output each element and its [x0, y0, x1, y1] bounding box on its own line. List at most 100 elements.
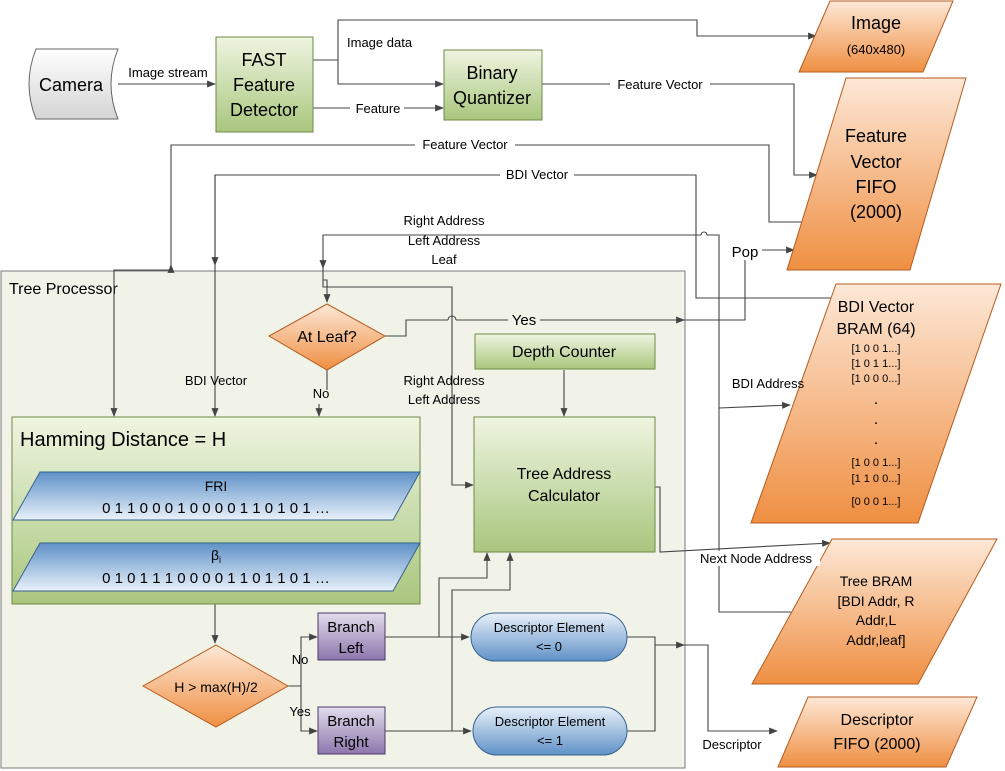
- bdi-row: [1 0 0 1...]: [852, 457, 901, 469]
- edge-next-node: [655, 486, 831, 553]
- edge-labels: Image stream Image data Feature Feature …: [121, 35, 820, 752]
- svg-text:BDI Vector: BDI Vector: [838, 299, 915, 316]
- connectors: [110, 19, 836, 735]
- svg-text:FAST: FAST: [241, 50, 286, 70]
- edge-fast-image: [313, 19, 817, 61]
- svg-text:Descriptor Element: Descriptor Element: [495, 714, 606, 729]
- edge-binary-fifo: [542, 83, 818, 179]
- fast-detector-node: FAST Feature Detector: [215, 36, 314, 133]
- edge-cond-right: [288, 685, 318, 735]
- label-right-address-in: Right Address: [404, 373, 485, 388]
- tree-bram-node: Tree BRAM [BDI Addr, R Addr,L Addr,leaf]: [751, 538, 998, 685]
- edge-addr-tac: [322, 280, 474, 489]
- edge-desc-fifo: [684, 644, 778, 735]
- edge-right-tac: [451, 552, 514, 731]
- svg-text:Addr,leaf]: Addr,leaf]: [846, 632, 905, 648]
- svg-text:Detector: Detector: [230, 100, 298, 120]
- label-fv-feed: Feature Vector: [422, 137, 508, 152]
- label-yes-branch: Yes: [289, 704, 311, 719]
- bdi-row: [1 1 0 0...]: [852, 473, 901, 485]
- svg-text:(2000): (2000): [850, 202, 902, 222]
- label-bdi-address: BDI Address: [732, 376, 805, 391]
- image-output-node: Image (640x480): [798, 0, 954, 73]
- label-no-branch: No: [292, 652, 309, 667]
- svg-text:βi: βi: [211, 547, 221, 565]
- label-feature: Feature: [356, 101, 401, 116]
- svg-text:Feature: Feature: [233, 75, 295, 95]
- svg-text:0 1 1 0 0 0 1 0 0 0 0 1 1 0 1: 0 1 1 0 0 0 1 0 0 0 0 1 1 0 1 0 1 …: [102, 500, 330, 517]
- svg-text:Descriptor Element: Descriptor Element: [494, 620, 605, 635]
- svg-text:Vector: Vector: [850, 152, 901, 172]
- svg-text:<= 1: <= 1: [537, 733, 563, 748]
- svg-text:Tree Address: Tree Address: [517, 466, 612, 483]
- edge-no-leaf: [319, 370, 327, 416]
- feature-vector-fifo-node: Feature Vector FIFO (2000): [786, 77, 967, 271]
- svg-text:Descriptor: Descriptor: [841, 712, 915, 729]
- svg-text:Right: Right: [333, 734, 369, 751]
- bdi-row: .: [874, 431, 878, 448]
- label-no-leaf: No: [313, 386, 330, 401]
- svg-text:Branch: Branch: [327, 713, 375, 730]
- tree-processor-title: Tree Processor: [9, 281, 118, 298]
- bdi-row: [1 0 0 1...]: [852, 343, 901, 355]
- at-leaf-decision: At Leaf?: [267, 303, 387, 371]
- branch-right-node: Branch Right: [317, 706, 386, 755]
- label-image-data: Image data: [347, 35, 413, 50]
- label-bdi-vector-in: BDI Vector: [185, 373, 248, 388]
- descriptor-fifo-node: Descriptor FIFO (2000): [777, 696, 978, 768]
- binary-quantizer-node: Binary Quantizer: [443, 49, 543, 121]
- svg-text:[BDI Addr, R: [BDI Addr, R: [837, 593, 914, 609]
- edge-desc0-out: [627, 636, 685, 649]
- svg-text:Tree BRAM: Tree BRAM: [840, 573, 913, 589]
- label-pop: Pop: [732, 244, 759, 261]
- svg-text:FRI: FRI: [205, 478, 228, 494]
- svg-text:Binary: Binary: [466, 63, 517, 83]
- svg-text:FIFO: FIFO: [856, 177, 897, 197]
- svg-text:Image: Image: [851, 13, 901, 33]
- label-fv-out: Feature Vector: [617, 77, 703, 92]
- label-yes-leaf: Yes: [512, 312, 536, 329]
- tree-address-calculator-node: Tree Address Calculator: [473, 416, 656, 553]
- descriptor-element-0: Descriptor Element <= 0: [470, 612, 628, 662]
- svg-text:0 1 0 1 1 1 0 0 0 0 1 1 0 1 1: 0 1 0 1 1 1 0 0 0 0 1 1 0 1 1 0 1 …: [102, 570, 330, 587]
- svg-text:Depth Counter: Depth Counter: [512, 344, 617, 361]
- svg-text:BRAM (64): BRAM (64): [836, 321, 915, 338]
- svg-text:Quantizer: Quantizer: [453, 88, 531, 108]
- hamming-distance-node: Hamming Distance = H FRI 0 1 1 0 0 0 1 0…: [11, 416, 421, 605]
- svg-text:Left: Left: [338, 640, 364, 657]
- label-descriptor: Descriptor: [702, 737, 762, 752]
- svg-text:(640x480): (640x480): [847, 42, 906, 57]
- svg-text:Feature: Feature: [845, 126, 907, 146]
- edge-fv-feed: [110, 144, 807, 417]
- edge-left-tac: [438, 552, 491, 637]
- depth-counter-node: Depth Counter: [474, 333, 656, 370]
- label-bdi-vector-top: BDI Vector: [506, 167, 569, 182]
- bdi-row: .: [874, 391, 878, 408]
- edge-into-at-leaf: [322, 268, 331, 303]
- label-left-address: Left Address: [408, 233, 481, 248]
- edge-desc1-out: [627, 645, 656, 732]
- label-leaf: Leaf: [431, 252, 457, 267]
- svg-text:FIFO (2000): FIFO (2000): [833, 736, 920, 753]
- fri-register: FRI 0 1 1 0 0 0 1 0 0 0 0 1 1 0 1 0 1 …: [12, 471, 421, 521]
- svg-text:Addr,L: Addr,L: [856, 612, 897, 628]
- edge-image-data: [337, 60, 444, 88]
- beta-register: βi 0 1 0 1 1 1 0 0 0 0 1 1 0 1 1 0 1 …: [12, 542, 421, 592]
- descriptor-element-1: Descriptor Element <= 1: [472, 706, 628, 756]
- svg-text:H > max(H)/2: H > max(H)/2: [174, 679, 258, 695]
- svg-text:Branch: Branch: [327, 619, 375, 636]
- label-next-node: Next Node Address: [700, 551, 813, 566]
- edge-bdi-address: [718, 401, 791, 409]
- svg-text:Calculator: Calculator: [528, 488, 601, 505]
- label-image-stream: Image stream: [128, 65, 207, 80]
- label-left-address-in: Left Address: [408, 392, 481, 407]
- hamming-title: Hamming Distance = H: [20, 429, 226, 451]
- bdi-vector-bram-node: BDI Vector BRAM (64) [1 0 0 1...] [1 0 1…: [750, 283, 1002, 524]
- bdi-row: [1 0 1 1...]: [852, 358, 901, 370]
- bdi-row: .: [874, 411, 878, 428]
- branch-condition-decision: H > max(H)/2: [141, 644, 290, 728]
- edge-yes-leaf: [385, 320, 684, 337]
- bdi-row: [1 0 0 0...]: [852, 373, 901, 385]
- camera-node: Camera: [28, 48, 119, 120]
